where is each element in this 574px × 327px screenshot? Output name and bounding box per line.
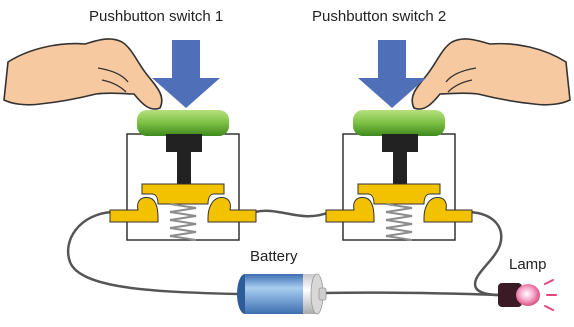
button-cap [353, 110, 445, 136]
wire-battery-to-lamp [321, 291, 502, 297]
wire-between-switches [253, 209, 332, 218]
button-cap [137, 110, 229, 136]
plunger [382, 134, 418, 152]
down-arrow-icon [358, 40, 426, 108]
hand-icon [3, 38, 163, 110]
switch-1-label: Pushbutton switch 1 [89, 8, 224, 25]
hand-icon [411, 38, 571, 110]
lamp-icon [498, 279, 557, 311]
battery-label: Battery [250, 248, 298, 265]
battery-icon [237, 273, 327, 315]
movable-contact [357, 183, 441, 205]
wires [66, 209, 503, 297]
fixed-contact-right [207, 197, 257, 223]
lamp-label: Lamp [509, 256, 547, 273]
pushbutton-switch-1 [3, 38, 257, 241]
fixed-contact-left [109, 197, 159, 223]
movable-contact [141, 183, 225, 205]
switch-2-label: Pushbutton switch 2 [312, 8, 447, 25]
fixed-contact-right [423, 197, 473, 223]
plunger [166, 134, 202, 152]
pushbutton-switch-2 [325, 38, 571, 241]
spring-icon [385, 203, 413, 241]
wire-right-to-lamp [468, 210, 503, 297]
wire-left-loop [66, 210, 240, 296]
spring-icon [169, 203, 197, 241]
down-arrow-icon [152, 40, 220, 108]
fixed-contact-left [325, 197, 375, 223]
